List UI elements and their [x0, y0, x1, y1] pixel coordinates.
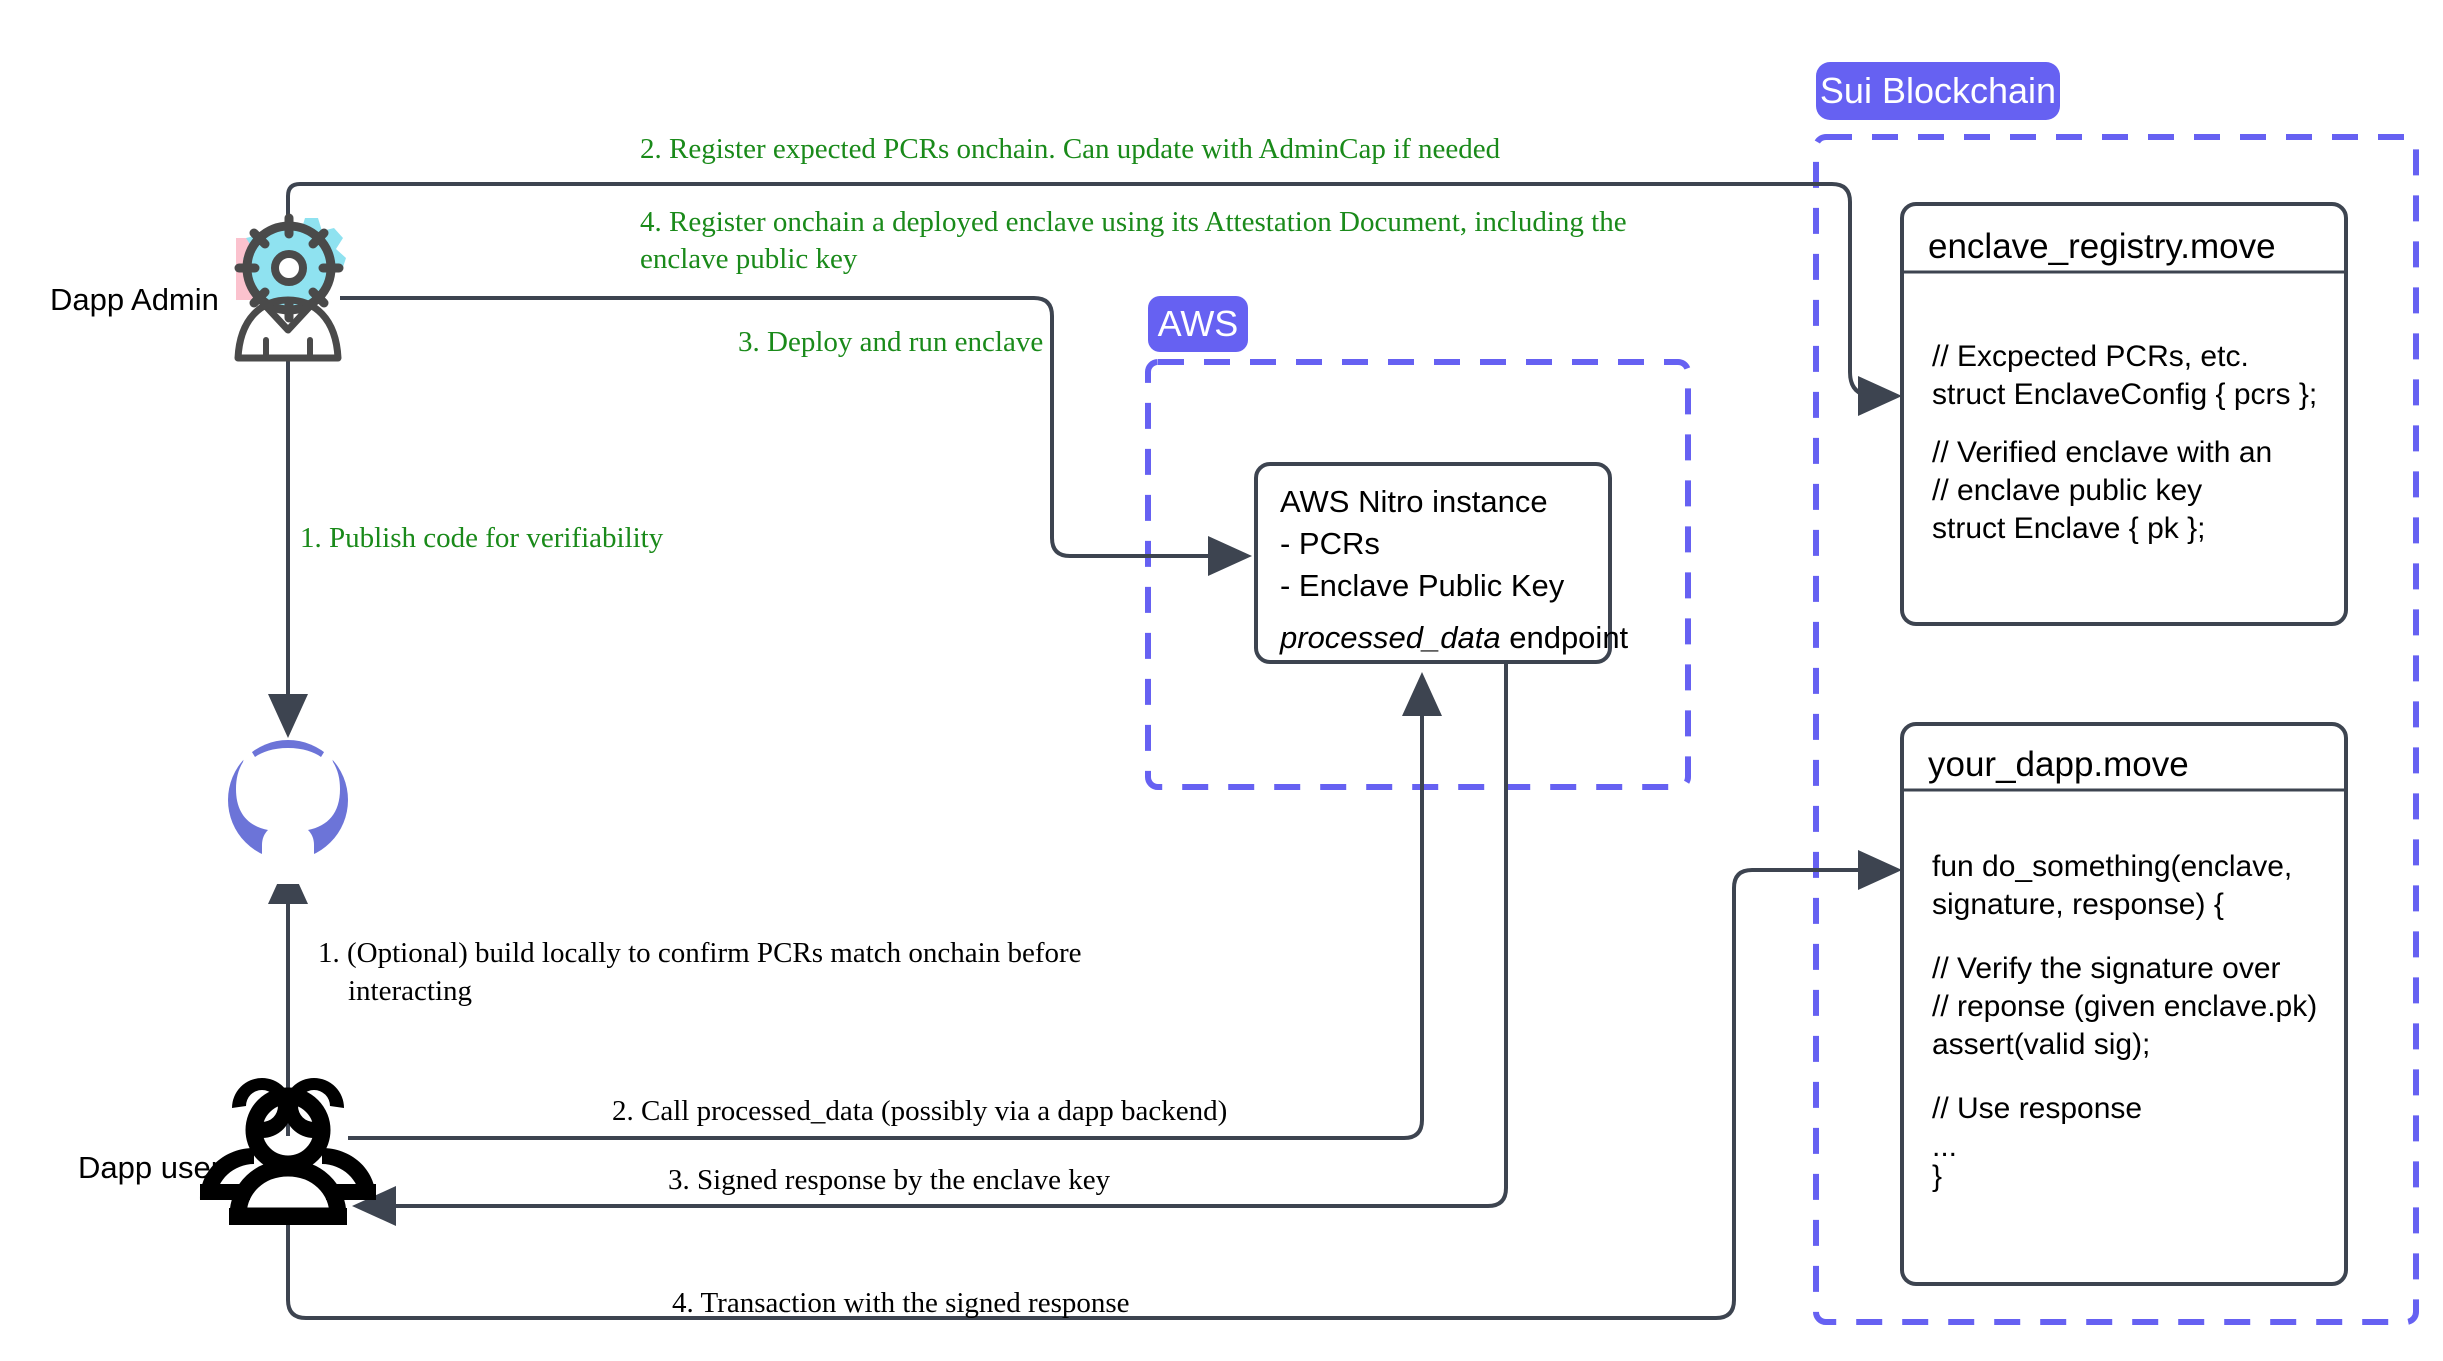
nitro-endpoint-line: processed_data endpoint — [1279, 620, 1629, 655]
edge-deploy-enclave — [340, 296, 1252, 576]
gear-icon — [234, 213, 346, 323]
edge-label-build-locally-line1: 1. (Optional) build locally to confirm P… — [318, 937, 1082, 969]
your-dapp-box — [1900, 722, 2348, 1286]
group-aws: AWS — [1145, 296, 1691, 790]
edge-call-processed-data — [348, 672, 1442, 1140]
edge-label-deploy-enclave: 3. Deploy and run enclave — [738, 326, 1043, 358]
your-dapp-code-0: fun do_something(enclave, — [1932, 850, 2292, 883]
nitro-box — [1254, 462, 1612, 664]
sui-dashed-border — [1813, 134, 2419, 1325]
edge-register-pcrs — [286, 182, 1902, 416]
your-dapp-code-9: } — [1932, 1160, 1942, 1193]
aws-badge-background — [1148, 296, 1248, 352]
aws-badge-label: AWS — [1158, 303, 1239, 344]
enclave-registry-code-3: // Verified enclave with an — [1932, 436, 2272, 469]
actor-dapp-user: Dapp user — [78, 1078, 376, 1225]
your-dapp-code-5: assert(valid sig); — [1932, 1028, 2150, 1061]
aws-dashed-border — [1145, 359, 1691, 790]
enclave-registry-code-5: struct Enclave { pk }; — [1932, 512, 2205, 545]
enclave-registry-title: enclave_registry.move — [1928, 227, 2276, 266]
dapp-user-label: Dapp user — [78, 1150, 221, 1185]
edge-label-build-locally-line2: interacting — [348, 975, 472, 1007]
your-dapp-title: your_dapp.move — [1928, 745, 2189, 784]
enclave-registry-code-1: struct EnclaveConfig { pcrs }; — [1932, 378, 2317, 411]
edge-label-publish-code: 1. Publish code for verifiability — [300, 522, 664, 554]
github-icon — [226, 740, 348, 884]
enclave-registry-code-0: // Excpected PCRs, etc. — [1932, 340, 2249, 373]
users-group-icon — [200, 1078, 376, 1225]
edge-label-register-enclave-line2: enclave public key — [640, 243, 858, 275]
admin-gear-person-icon — [234, 213, 346, 362]
sui-badge-background — [1816, 62, 2060, 120]
edge-label-register-enclave-line1: 4. Register onchain a deployed enclave u… — [640, 206, 1627, 238]
nitro-line-3: - Enclave Public Key — [1280, 568, 1565, 603]
enclave-registry-box — [1900, 202, 2348, 626]
edge-signed-response — [352, 662, 1508, 1226]
edge-label-call-processed-data: 2. Call processed_data (possibly via a d… — [612, 1095, 1227, 1127]
sui-badge-label: Sui Blockchain — [1820, 70, 2056, 111]
nitro-line-1: AWS Nitro instance — [1280, 484, 1548, 519]
your-dapp-code-4: // reponse (given enclave.pk) — [1932, 990, 2317, 1023]
edge-transaction-signed — [286, 850, 1902, 1320]
your-dapp-code-3: // Verify the signature over — [1932, 952, 2281, 985]
dapp-admin-label: Dapp Admin — [50, 282, 219, 317]
edge-label-signed-response: 3. Signed response by the enclave key — [668, 1164, 1111, 1196]
github-cat-silhouette — [226, 744, 340, 884]
your-dapp-code-8: ... — [1932, 1130, 1957, 1163]
node-enclave-registry-move: enclave_registry.move // Excpected PCRs,… — [1900, 202, 2348, 626]
enclave-registry-code-4: // enclave public key — [1932, 474, 2202, 507]
your-dapp-code-1: signature, response) { — [1932, 888, 2224, 921]
nitro-endpoint-rest: endpoint — [1501, 620, 1629, 655]
your-dapp-code-7: // Use response — [1932, 1092, 2142, 1125]
nitro-line-2: - PCRs — [1280, 526, 1380, 561]
edge-label-transaction-signed: 4. Transaction with the signed response — [672, 1287, 1130, 1319]
edge-label-register-pcrs: 2. Register expected PCRs onchain. Can u… — [640, 133, 1501, 165]
node-aws-nitro-instance: AWS Nitro instance - PCRs - Enclave Publ… — [1254, 462, 1629, 664]
nitro-endpoint-italic: processed_data — [1279, 620, 1501, 655]
group-sui: Sui Blockchain — [1813, 62, 2419, 1325]
node-your-dapp-move: your_dapp.move fun do_something(enclave,… — [1900, 722, 2348, 1286]
actor-github — [226, 740, 348, 884]
actor-dapp-admin: Dapp Admin — [50, 213, 346, 362]
